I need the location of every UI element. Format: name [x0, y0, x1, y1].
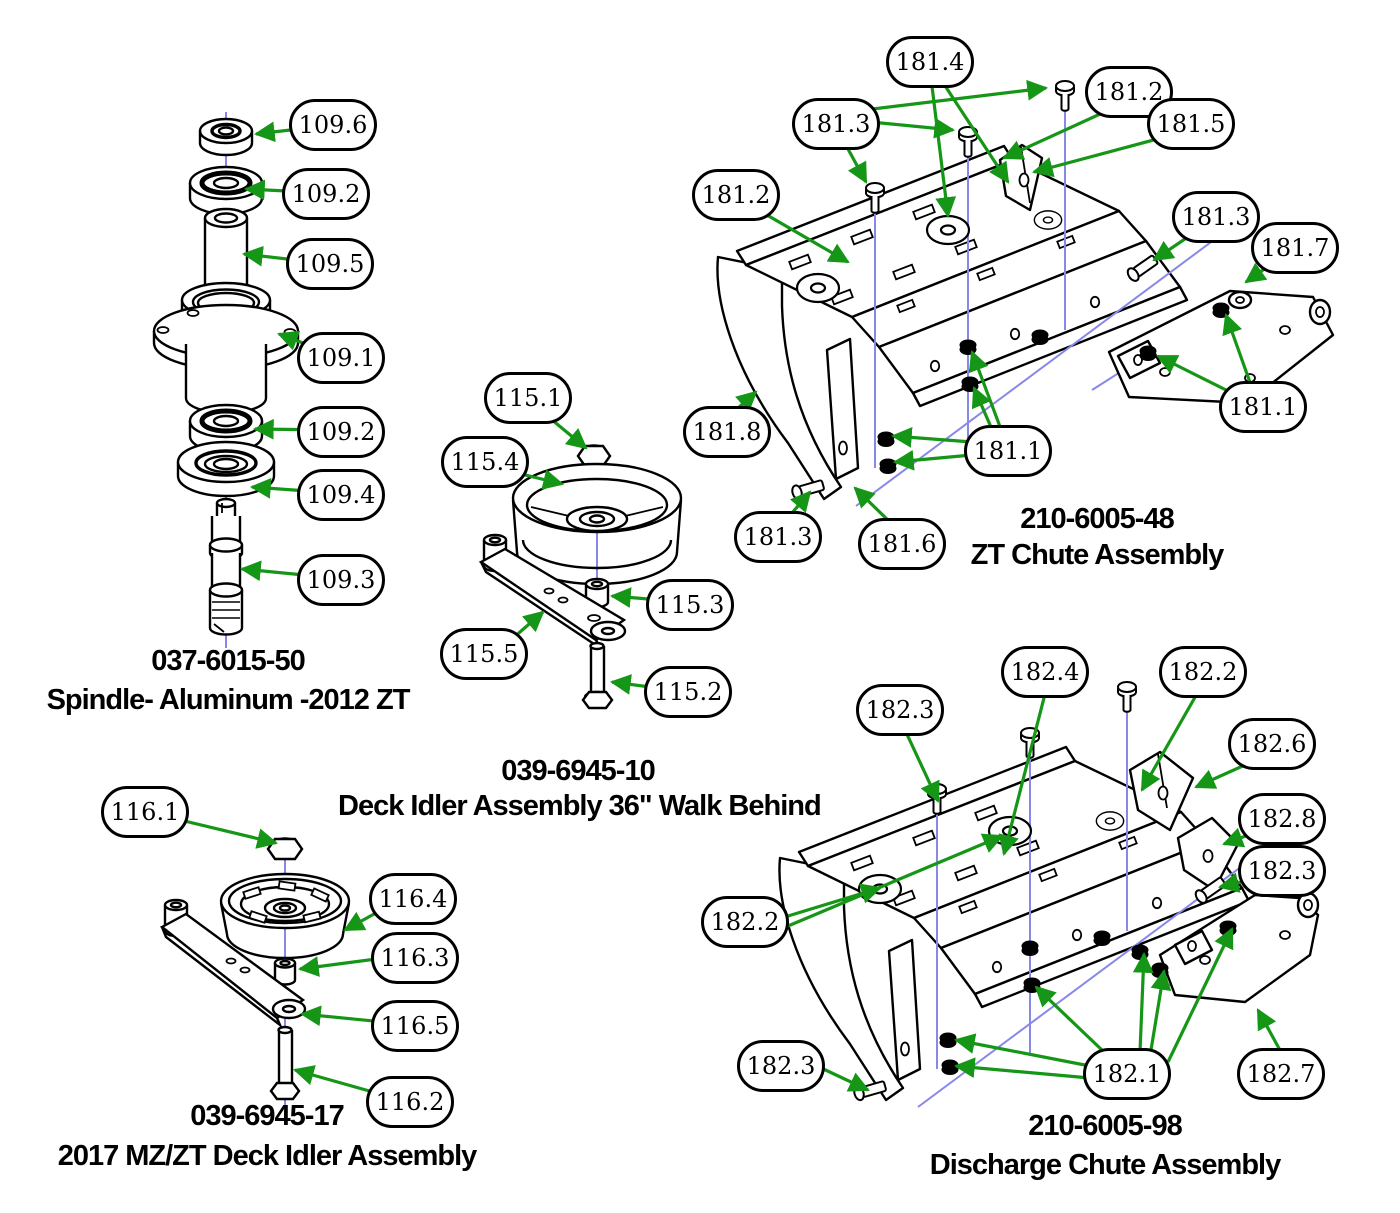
callout-109-2b: 109.2: [297, 406, 385, 458]
deck-idler-36-part-number: 039-6945-10: [501, 755, 655, 787]
callout-182-3b: 182.3: [1238, 845, 1326, 897]
callout-115-2: 115.2: [644, 666, 732, 718]
callout-109-3: 109.3: [297, 554, 385, 606]
mz-zt-idler-part-number: 039-6945-17: [190, 1100, 344, 1132]
callout-182-7: 182.7: [1237, 1048, 1325, 1100]
callout-182-3a: 182.3: [856, 684, 944, 736]
callout-181-8: 181.8: [683, 406, 771, 458]
callout-181-3b: 181.3: [1172, 191, 1260, 243]
callout-109-5: 109.5: [286, 238, 374, 290]
callout-182-1: 182.1: [1083, 1048, 1171, 1100]
spindle-title: Spindle- Aluminum -2012 ZT: [46, 684, 411, 716]
mz-zt-idler-drawing: [159, 816, 386, 1108]
callout-115-4: 115.4: [441, 436, 529, 488]
callout-181-2a: 181.2: [1085, 66, 1173, 118]
callout-109-1: 109.1: [297, 332, 385, 384]
discharge-chute-drawing: [779, 682, 1320, 1107]
callout-109-2: 109.2: [282, 168, 370, 220]
callout-181-1a: 181.1: [964, 425, 1052, 477]
callout-181-4: 181.4: [886, 36, 974, 88]
zt-chute-title: ZT Chute Assembly: [970, 539, 1225, 571]
callout-182-6: 182.6: [1228, 718, 1316, 770]
callout-115-3: 115.3: [646, 579, 734, 631]
callout-182-4: 182.4: [1001, 646, 1089, 698]
callout-116-1: 116.1: [101, 786, 189, 838]
callout-109-6: 109.6: [289, 99, 377, 151]
callout-181-2b: 181.2: [692, 169, 780, 221]
callout-109-4: 109.4: [297, 469, 385, 521]
callout-181-6: 181.6: [858, 518, 946, 570]
deck-idler-36-title: Deck Idler Assembly 36" Walk Behind: [338, 790, 822, 822]
spindle-drawing: [152, 112, 336, 648]
callout-181-3c: 181.3: [734, 511, 822, 563]
callout-182-8: 182.8: [1238, 793, 1326, 845]
callout-181-1b: 181.1: [1219, 381, 1307, 433]
callout-116-4: 116.4: [369, 873, 457, 925]
callout-116-2: 116.2: [366, 1076, 454, 1128]
callout-182-2b: 182.2: [701, 896, 789, 948]
mz-zt-idler-title: 2017 MZ/ZT Deck Idler Assembly: [57, 1140, 478, 1172]
callout-116-3: 116.3: [371, 932, 459, 984]
discharge-chute-part-number: 210-6005-98: [1028, 1110, 1182, 1142]
callout-116-5: 116.5: [371, 1000, 459, 1052]
zt-chute-part-number: 210-6005-48: [1020, 503, 1174, 535]
callout-181-7: 181.7: [1251, 222, 1339, 274]
spindle-part-number: 037-6015-50: [151, 645, 305, 677]
callout-181-3a: 181.3: [792, 98, 880, 150]
callout-182-3c: 182.3: [737, 1040, 825, 1092]
callout-115-5: 115.5: [440, 628, 528, 680]
callout-115-1: 115.1: [484, 372, 572, 424]
callout-181-5: 181.5: [1147, 98, 1235, 150]
callout-182-2a: 182.2: [1159, 646, 1247, 698]
discharge-chute-title: Discharge Chute Assembly: [929, 1149, 1281, 1181]
